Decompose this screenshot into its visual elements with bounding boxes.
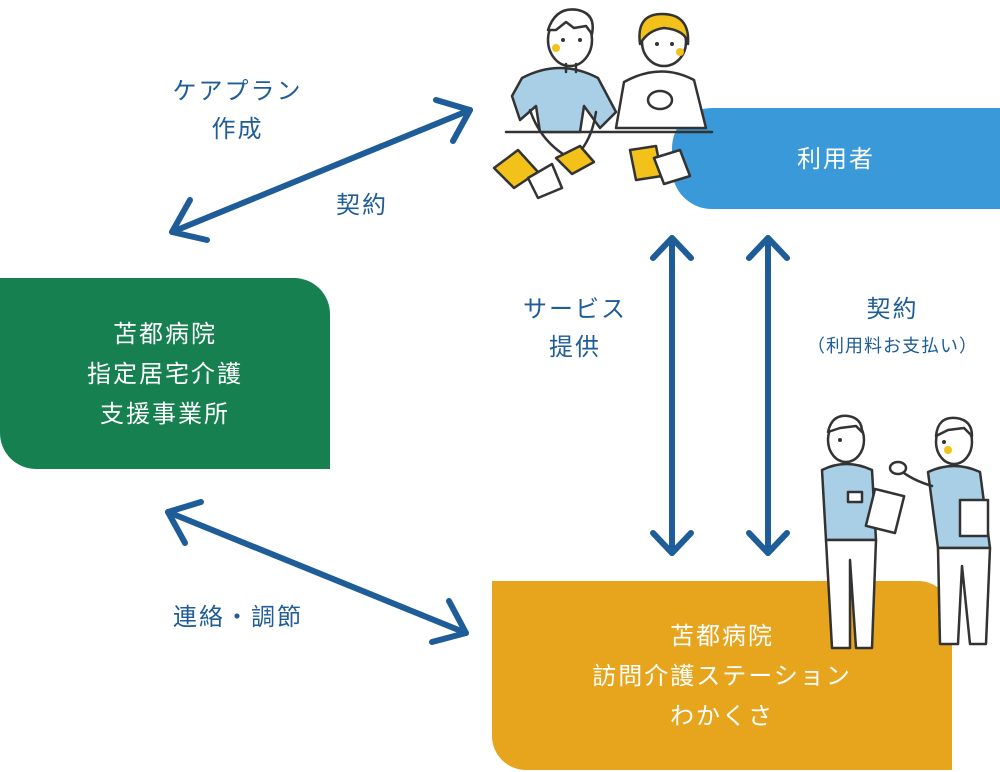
station-node: 苫都病院 訪問介護ステーション わかくさ <box>492 581 952 770</box>
office-line-1: 苫都病院 <box>113 319 217 348</box>
careplan-label: ケアプラン 作成 <box>150 72 325 148</box>
user-label: 利用者 <box>797 144 875 173</box>
station-line-2: 訪問介護ステーション <box>592 661 852 690</box>
careplan-line-2: 作成 <box>211 115 264 143</box>
contract-payment-main: 契約 <box>866 295 919 323</box>
coordination-label: 連絡・調節 <box>173 603 303 631</box>
careplan-line-1: ケアプラン <box>172 77 303 105</box>
station-line-1: 苫都病院 <box>670 621 774 650</box>
arrow-contract-payment <box>746 235 790 556</box>
service-line-2: 提供 <box>549 333 601 361</box>
user-node: 利用者 <box>672 108 1000 209</box>
office-line-2: 指定居宅介護 <box>87 359 243 388</box>
station-line-3: わかくさ <box>670 701 774 730</box>
office-node: 苫都病院 指定居宅介護 支援事業所 <box>0 278 330 469</box>
arrow-service <box>650 235 694 556</box>
contract-payment-sub: （利用料お支払い） <box>807 336 978 357</box>
service-line-1: サービス <box>523 295 627 323</box>
contract-payment-label: 契約 （利用料お支払い） <box>790 290 995 366</box>
contract-upper-label: 契約 <box>336 191 388 219</box>
arrow-office-user <box>169 97 473 243</box>
service-label: サービス 提供 <box>500 290 650 366</box>
arrow-office-station <box>165 499 469 645</box>
office-line-3: 支援事業所 <box>100 399 230 428</box>
